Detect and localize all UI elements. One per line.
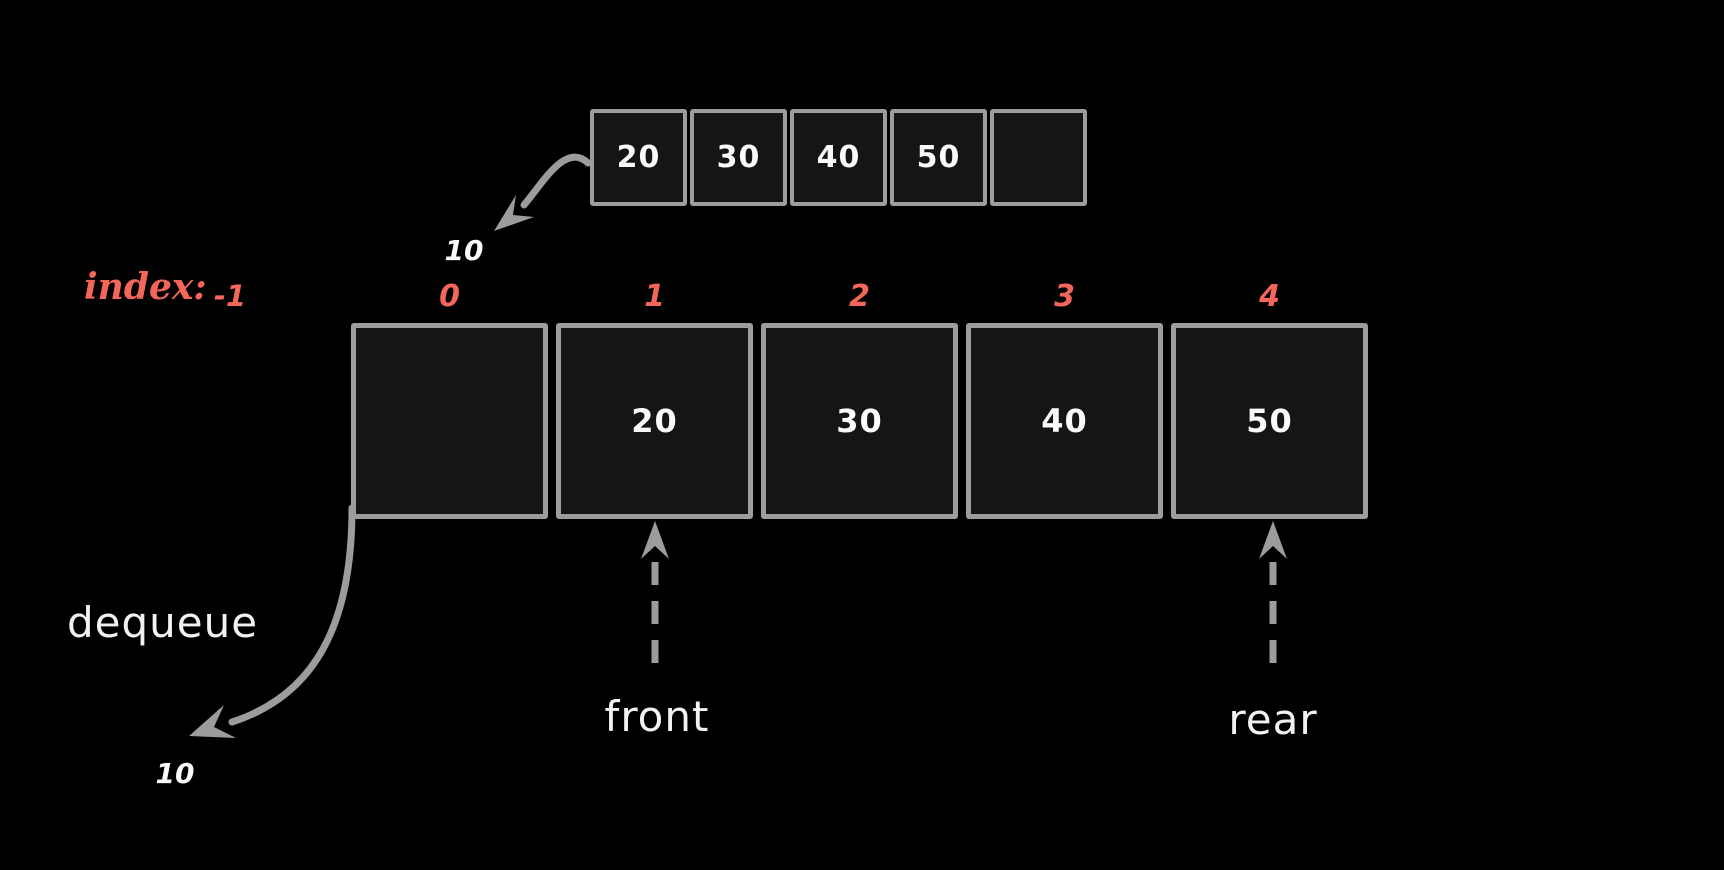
index-1: 1	[644, 279, 665, 314]
main-cell-value: 30	[836, 402, 883, 440]
index-row-label: index:	[84, 266, 207, 308]
top-cell-value: 30	[716, 140, 761, 175]
main-cell-value: 50	[1246, 402, 1293, 440]
dequeue-arrow-top	[494, 153, 592, 231]
top-cell-value: 40	[816, 140, 861, 175]
top-array-cell-3: 50	[890, 109, 987, 206]
top-array-cell-2: 40	[790, 109, 887, 206]
main-array-cell-0	[351, 323, 548, 519]
dequeued-value-top: 10	[444, 234, 484, 267]
index-row: 0 1 2 3 4	[351, 279, 1368, 314]
front-label: front	[604, 692, 710, 741]
top-cell-value: 50	[916, 140, 961, 175]
top-cell-value: 20	[616, 140, 661, 175]
top-array-cell-1: 30	[690, 109, 787, 206]
front-pointer-arrow	[641, 521, 669, 674]
rear-label: rear	[1228, 695, 1318, 744]
index-4: 4	[1259, 279, 1280, 314]
index-0: 0	[439, 279, 460, 314]
dequeue-label: dequeue	[67, 598, 259, 647]
top-array: 20 30 40 50	[590, 109, 1087, 206]
main-cell-value: 40	[1041, 402, 1088, 440]
main-array-cell-2: 30	[761, 323, 958, 519]
index-minus-one: -1	[213, 279, 247, 313]
main-array-cell-1: 20	[556, 323, 753, 519]
index-3: 3	[1054, 279, 1075, 314]
main-array-cell-4: 50	[1171, 323, 1368, 519]
index-2: 2	[849, 279, 870, 314]
rear-pointer-arrow	[1259, 521, 1287, 674]
top-array-cell-0: 20	[590, 109, 687, 206]
top-array-cell-4	[990, 109, 1087, 206]
dequeued-value-bottom: 10	[155, 757, 195, 790]
main-array-cell-3: 40	[966, 323, 1163, 519]
main-array: 20 30 40 50	[351, 323, 1368, 519]
main-cell-value: 20	[631, 402, 678, 440]
